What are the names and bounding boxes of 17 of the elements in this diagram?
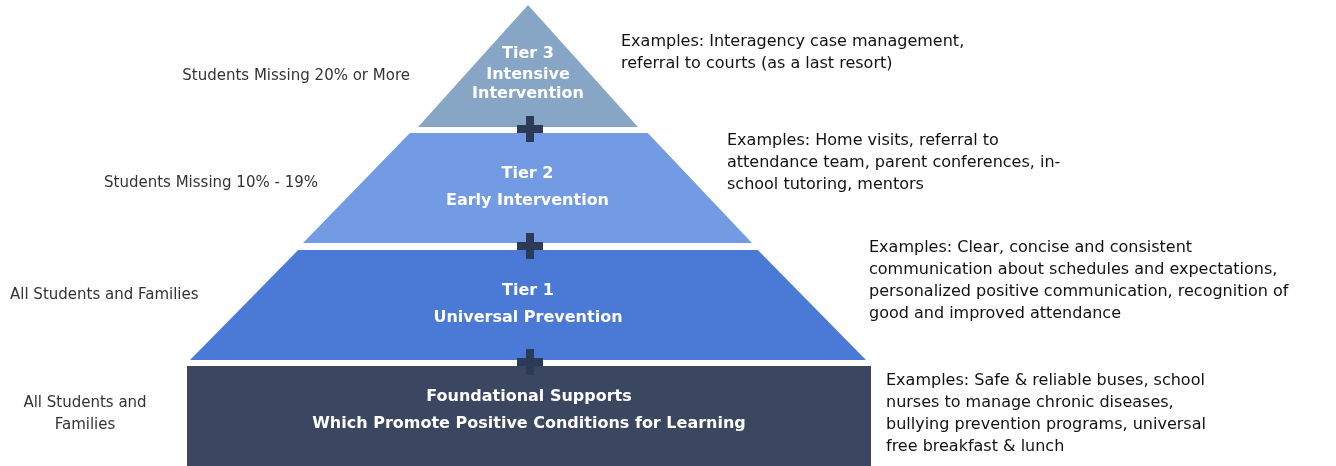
- examples-text: Examples: Clear, concise and consistent communication about schedules and expectations, personalized positive communication, recognition of good and improved attendance: [869, 236, 1290, 324]
- examples-text: Examples: Safe & reliable buses, school nurses to manage chronic diseases, bullying prevention programs, universal free breakfast & lunch: [886, 369, 1207, 457]
- group-label: All Students and Families: [22, 392, 148, 435]
- group-label: Students Missing 10% - 19%: [103, 172, 318, 193]
- group-label: Students Missing 20% or More: [181, 65, 410, 86]
- group-label: All Students and Families: [10, 284, 200, 305]
- tier-title: Tier 1: [502, 280, 554, 299]
- examples-text: Examples: Home visits, referral to attendance team, parent conferences, in-school tutoring, mentors: [727, 129, 1062, 195]
- tier-title: Tier 2: [501, 163, 554, 182]
- tier-subtitle: Which Promote Positive Conditions for Learning: [312, 413, 746, 432]
- tier-subtitle: Early Intervention: [446, 190, 609, 209]
- tier-title: Foundational Supports: [426, 386, 632, 405]
- tier-subtitle: Universal Prevention: [433, 307, 623, 326]
- foundation-band: [187, 366, 871, 466]
- examples-text: Examples: Interagency case management, referral to courts (as a last resort): [621, 30, 966, 74]
- tier-subtitle: Intensive Intervention: [471, 64, 585, 102]
- tier-title: Tier 3: [502, 43, 554, 62]
